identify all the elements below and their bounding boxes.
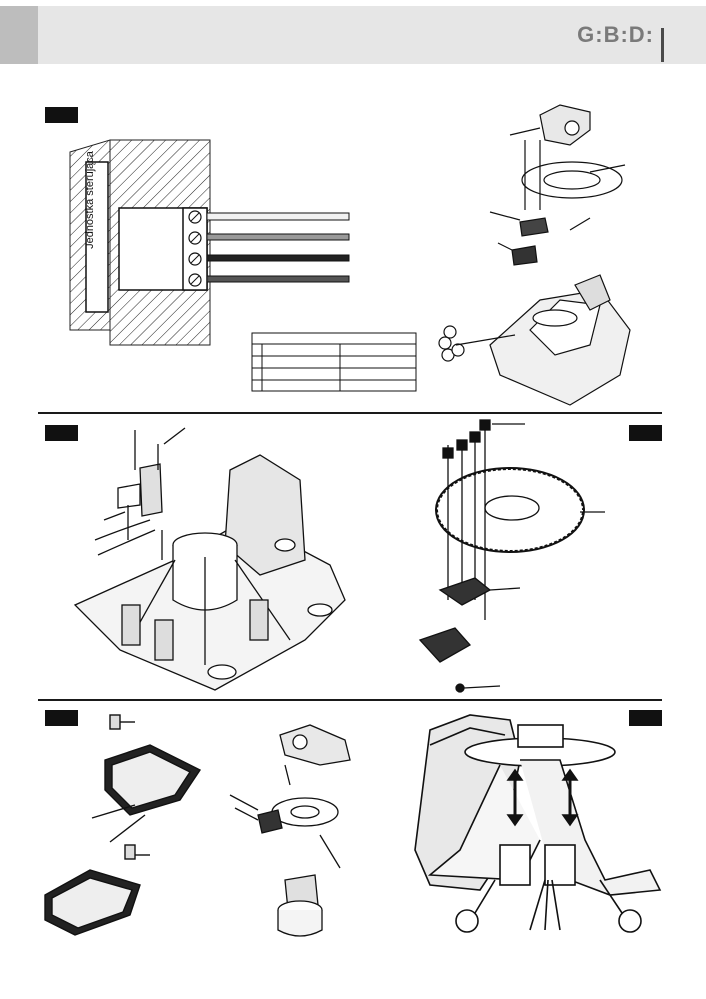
figure-tag-1	[45, 107, 78, 123]
terminal-screws	[188, 210, 202, 287]
housing-base	[73, 427, 346, 691]
section-divider-1	[38, 412, 662, 414]
cam-assemblies	[44, 714, 202, 936]
figure-tag-3	[629, 425, 662, 441]
figure-tag-4	[45, 710, 78, 726]
section-divider-2	[38, 699, 662, 701]
logo-divider	[661, 28, 664, 62]
figure-tag-5	[629, 710, 662, 726]
wire-color-table	[251, 332, 417, 392]
wiring-diagram	[69, 139, 417, 392]
control-unit-panel	[85, 161, 109, 313]
encoder-assembly	[229, 724, 351, 937]
gbd-logo: G:B:D:	[577, 22, 654, 47]
exploded-base-top	[438, 104, 631, 406]
exploded-disc-switches	[418, 419, 605, 693]
control-unit-label: Jednostka sterująca	[84, 151, 96, 249]
page-header	[0, 6, 706, 64]
wires	[206, 212, 350, 283]
figure-tag-2	[45, 425, 78, 441]
motor-housing	[414, 714, 662, 933]
header-tab	[0, 6, 38, 64]
